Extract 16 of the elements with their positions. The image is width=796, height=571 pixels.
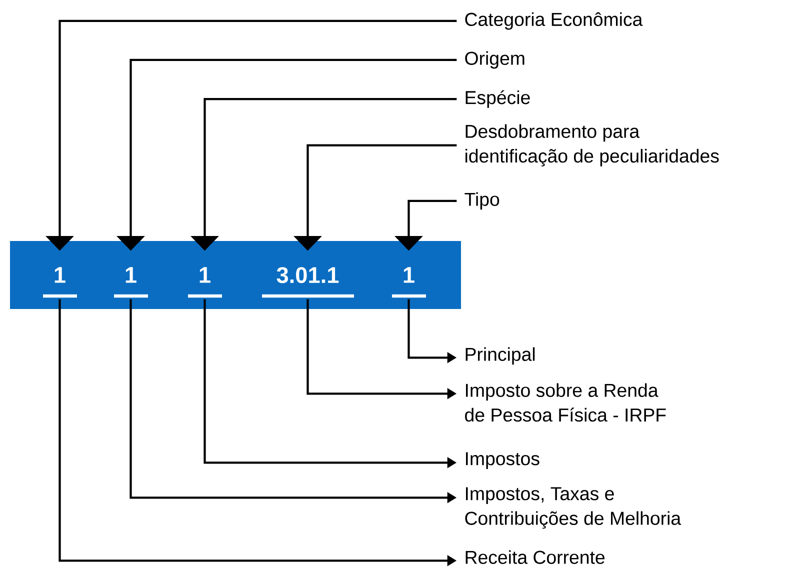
field-label: Impostos, Taxas e Contribuições de Melhoria bbox=[465, 487, 682, 529]
code-digit: 1 bbox=[43, 267, 77, 298]
code-digit: 1 bbox=[392, 267, 426, 298]
field-label: Categoria Econômica bbox=[465, 12, 643, 30]
field-label: Tipo bbox=[464, 192, 500, 210]
field-label: Impostos bbox=[466, 452, 540, 469]
field-label: Principal bbox=[466, 347, 535, 365]
field-label: Receita Corrente bbox=[466, 550, 604, 564]
field-label: Imposto sobre a Renda de Pessoa Física - IRPF bbox=[465, 383, 666, 422]
field-label: Espécie bbox=[466, 90, 530, 108]
code-digit: 1 bbox=[114, 267, 148, 298]
code-digit: 3.01.1 bbox=[262, 267, 354, 298]
field-label: Origem bbox=[465, 51, 524, 69]
code-band bbox=[10, 241, 461, 309]
field-label: Desdobramento para identificação de peculiaridades bbox=[466, 124, 719, 166]
code-digit: 1 bbox=[188, 267, 222, 298]
